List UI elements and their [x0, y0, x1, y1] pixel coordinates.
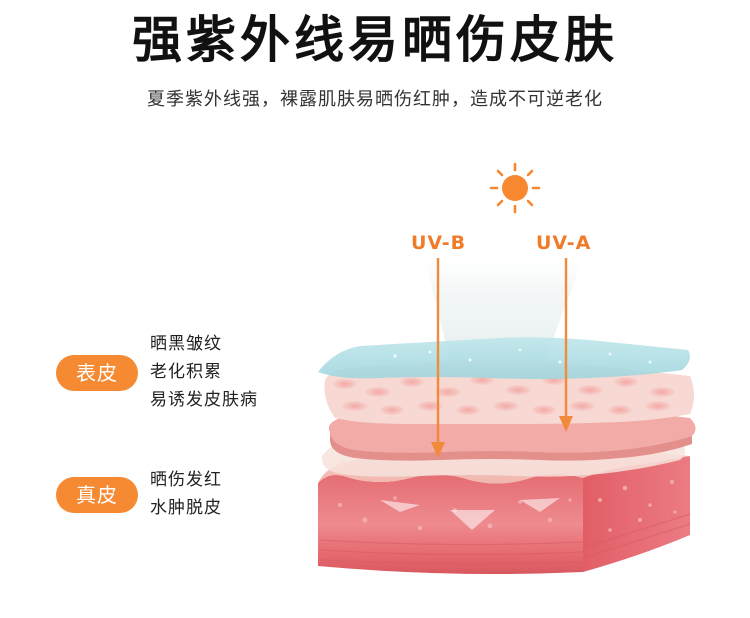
uva-label: UV-A: [536, 232, 591, 254]
uvb-arrow: [431, 258, 445, 458]
sun-icon: [489, 162, 541, 214]
dermis-side-face: [583, 456, 690, 572]
light-beam: [420, 240, 590, 360]
page-subtitle: 夏季紫外线强，裸露肌肤易晒伤红肿，造成不可逆老化: [147, 89, 603, 110]
uva-arrow: [559, 258, 573, 432]
page-title: 强紫外线易晒伤皮肤: [132, 11, 618, 69]
pink-layer-edge: [330, 432, 692, 461]
diffuse-arrows: [380, 498, 560, 530]
epidermis-effect-2: 老化积累: [150, 362, 222, 382]
dermis-badge: 真皮: [56, 477, 138, 513]
epidermis-badge: 表皮: [56, 355, 138, 391]
uvb-label: UV-B: [411, 232, 466, 254]
epidermis-effect-1: 晒黑皱纹: [150, 334, 222, 354]
surface-dots: [393, 348, 652, 364]
dermis-effects: 晒伤发红 水肿脱皮: [150, 466, 222, 522]
epidermis-effect-3: 易诱发皮肤病: [150, 390, 258, 410]
epidermis-effects: 晒黑皱纹 老化积累 易诱发皮肤病: [150, 330, 258, 414]
dermis-fibers: [319, 513, 691, 565]
dermis-effect-2: 水肿脱皮: [150, 498, 222, 518]
surface-layer: [318, 337, 690, 379]
dermis-front-face: [318, 474, 583, 574]
dermis-effect-1: 晒伤发红: [150, 470, 222, 490]
